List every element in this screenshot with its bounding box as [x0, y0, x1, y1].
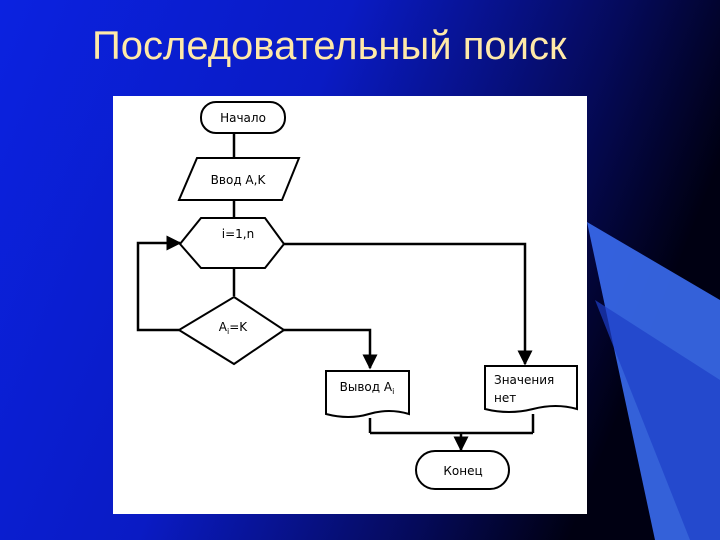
connector-condition-loopback — [136, 235, 182, 332]
not-found-block — [484, 365, 578, 413]
connector-condition-output — [284, 328, 378, 370]
flowchart-panel: Начало Ввод A,K i=1,n Ai=K Вывод Ai Знач… — [113, 96, 587, 514]
flowchart: Начало Ввод A,K i=1,n Ai=K Вывод Ai Знач… — [136, 101, 578, 490]
not-found-label-line1: Значения — [494, 373, 554, 387]
slide-title: Последовательный поиск — [92, 24, 567, 68]
condition-label: Ai=K — [219, 320, 249, 336]
start-label: Начало — [220, 111, 266, 125]
loop-block — [178, 217, 286, 269]
end-terminal — [415, 450, 510, 490]
condition-block — [177, 295, 286, 366]
connector-loop-exit — [284, 242, 533, 366]
not-found-label-line2: нет — [494, 391, 516, 405]
start-terminal — [200, 101, 286, 134]
output-block — [325, 370, 410, 418]
decorative-stripe-dark — [595, 300, 720, 540]
input-label: Ввод A,K — [211, 173, 267, 187]
input-block — [177, 157, 301, 201]
loop-label: i=1,n — [222, 227, 254, 241]
output-label: Вывод Ai — [340, 380, 395, 396]
end-label: Конец — [443, 464, 482, 478]
